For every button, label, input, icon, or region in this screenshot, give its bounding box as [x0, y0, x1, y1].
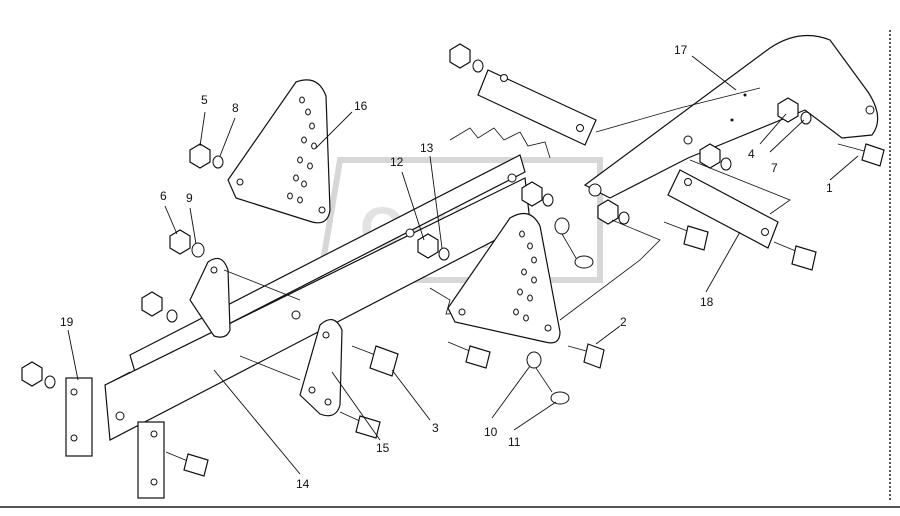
bolt-2 — [567, 343, 605, 369]
washer-mid-b — [618, 211, 630, 225]
callout-12: 12 — [390, 155, 404, 169]
washer-7 — [800, 111, 812, 125]
callout-17: 17 — [674, 43, 688, 57]
leader-lines — [67, 55, 859, 475]
nut-4 — [777, 97, 799, 123]
callout-labels: 1 2 3 4 5 6 7 8 9 10 11 12 13 14 15 16 1… — [60, 43, 833, 491]
bolt-lower-left — [339, 411, 381, 439]
pin-11 — [550, 391, 570, 405]
callout-9: 9 — [186, 191, 193, 205]
callout-19: 19 — [60, 315, 74, 329]
bolt-end — [165, 451, 209, 477]
bracket-center-holes — [513, 230, 537, 322]
ring-clip-10 — [526, 351, 542, 369]
bolt-clamp-a — [663, 221, 709, 251]
callout-18: 18 — [700, 295, 714, 309]
washer-frame — [720, 157, 732, 171]
callout-8: 8 — [232, 101, 239, 115]
clamp-plate-18 — [667, 169, 779, 249]
washer-9 — [191, 242, 205, 258]
callout-11: 11 — [508, 435, 521, 449]
bolts — [165, 143, 885, 477]
ring-clip-upper — [554, 217, 570, 235]
frame-arm-17 — [583, 34, 879, 199]
callout-4: 4 — [748, 147, 755, 161]
bolt-clamp-b — [773, 241, 817, 271]
nut-top — [449, 43, 471, 69]
nut-mid-b — [597, 199, 619, 225]
bracket-16-holes — [287, 96, 317, 204]
callout-1: 1 — [826, 181, 833, 195]
washer-top — [472, 59, 484, 73]
washer-8 — [212, 155, 224, 169]
washer-end — [44, 375, 56, 389]
end-plates-19 — [65, 377, 165, 499]
bolt-3 — [351, 345, 399, 377]
callout-15: 15 — [376, 441, 390, 455]
callout-16: 16 — [354, 99, 368, 113]
link-plate-left — [189, 257, 231, 338]
link-plate-15 — [299, 319, 343, 417]
bolt-lower-center — [447, 341, 491, 369]
perforated-bracket-16 — [227, 79, 331, 224]
callout-5: 5 — [201, 93, 208, 107]
pin-upper — [574, 255, 594, 269]
nut-6 — [169, 229, 191, 255]
callout-3: 3 — [432, 421, 439, 435]
nut-left — [141, 291, 163, 317]
assembly-guides — [223, 87, 791, 381]
page-edge-mark — [889, 30, 894, 500]
callout-7: 7 — [771, 161, 778, 175]
nut-12 — [417, 233, 439, 259]
page-bottom-rule — [0, 506, 900, 511]
callout-13: 13 — [420, 141, 434, 155]
top-plate — [477, 69, 597, 146]
washer-left — [166, 309, 178, 323]
pins-clips — [526, 217, 594, 405]
callout-10: 10 — [484, 425, 498, 439]
callout-2: 2 — [620, 315, 627, 329]
bolt-1 — [837, 143, 885, 167]
washer-13 — [438, 247, 450, 261]
nut-frame — [699, 143, 721, 169]
nut-5 — [189, 143, 211, 169]
nut-mid-a — [521, 181, 543, 207]
callout-6: 6 — [160, 189, 167, 203]
callout-14: 14 — [296, 477, 310, 491]
nut-end — [21, 361, 43, 387]
perforated-bracket-center — [447, 212, 561, 344]
washer-mid-a — [542, 193, 554, 207]
